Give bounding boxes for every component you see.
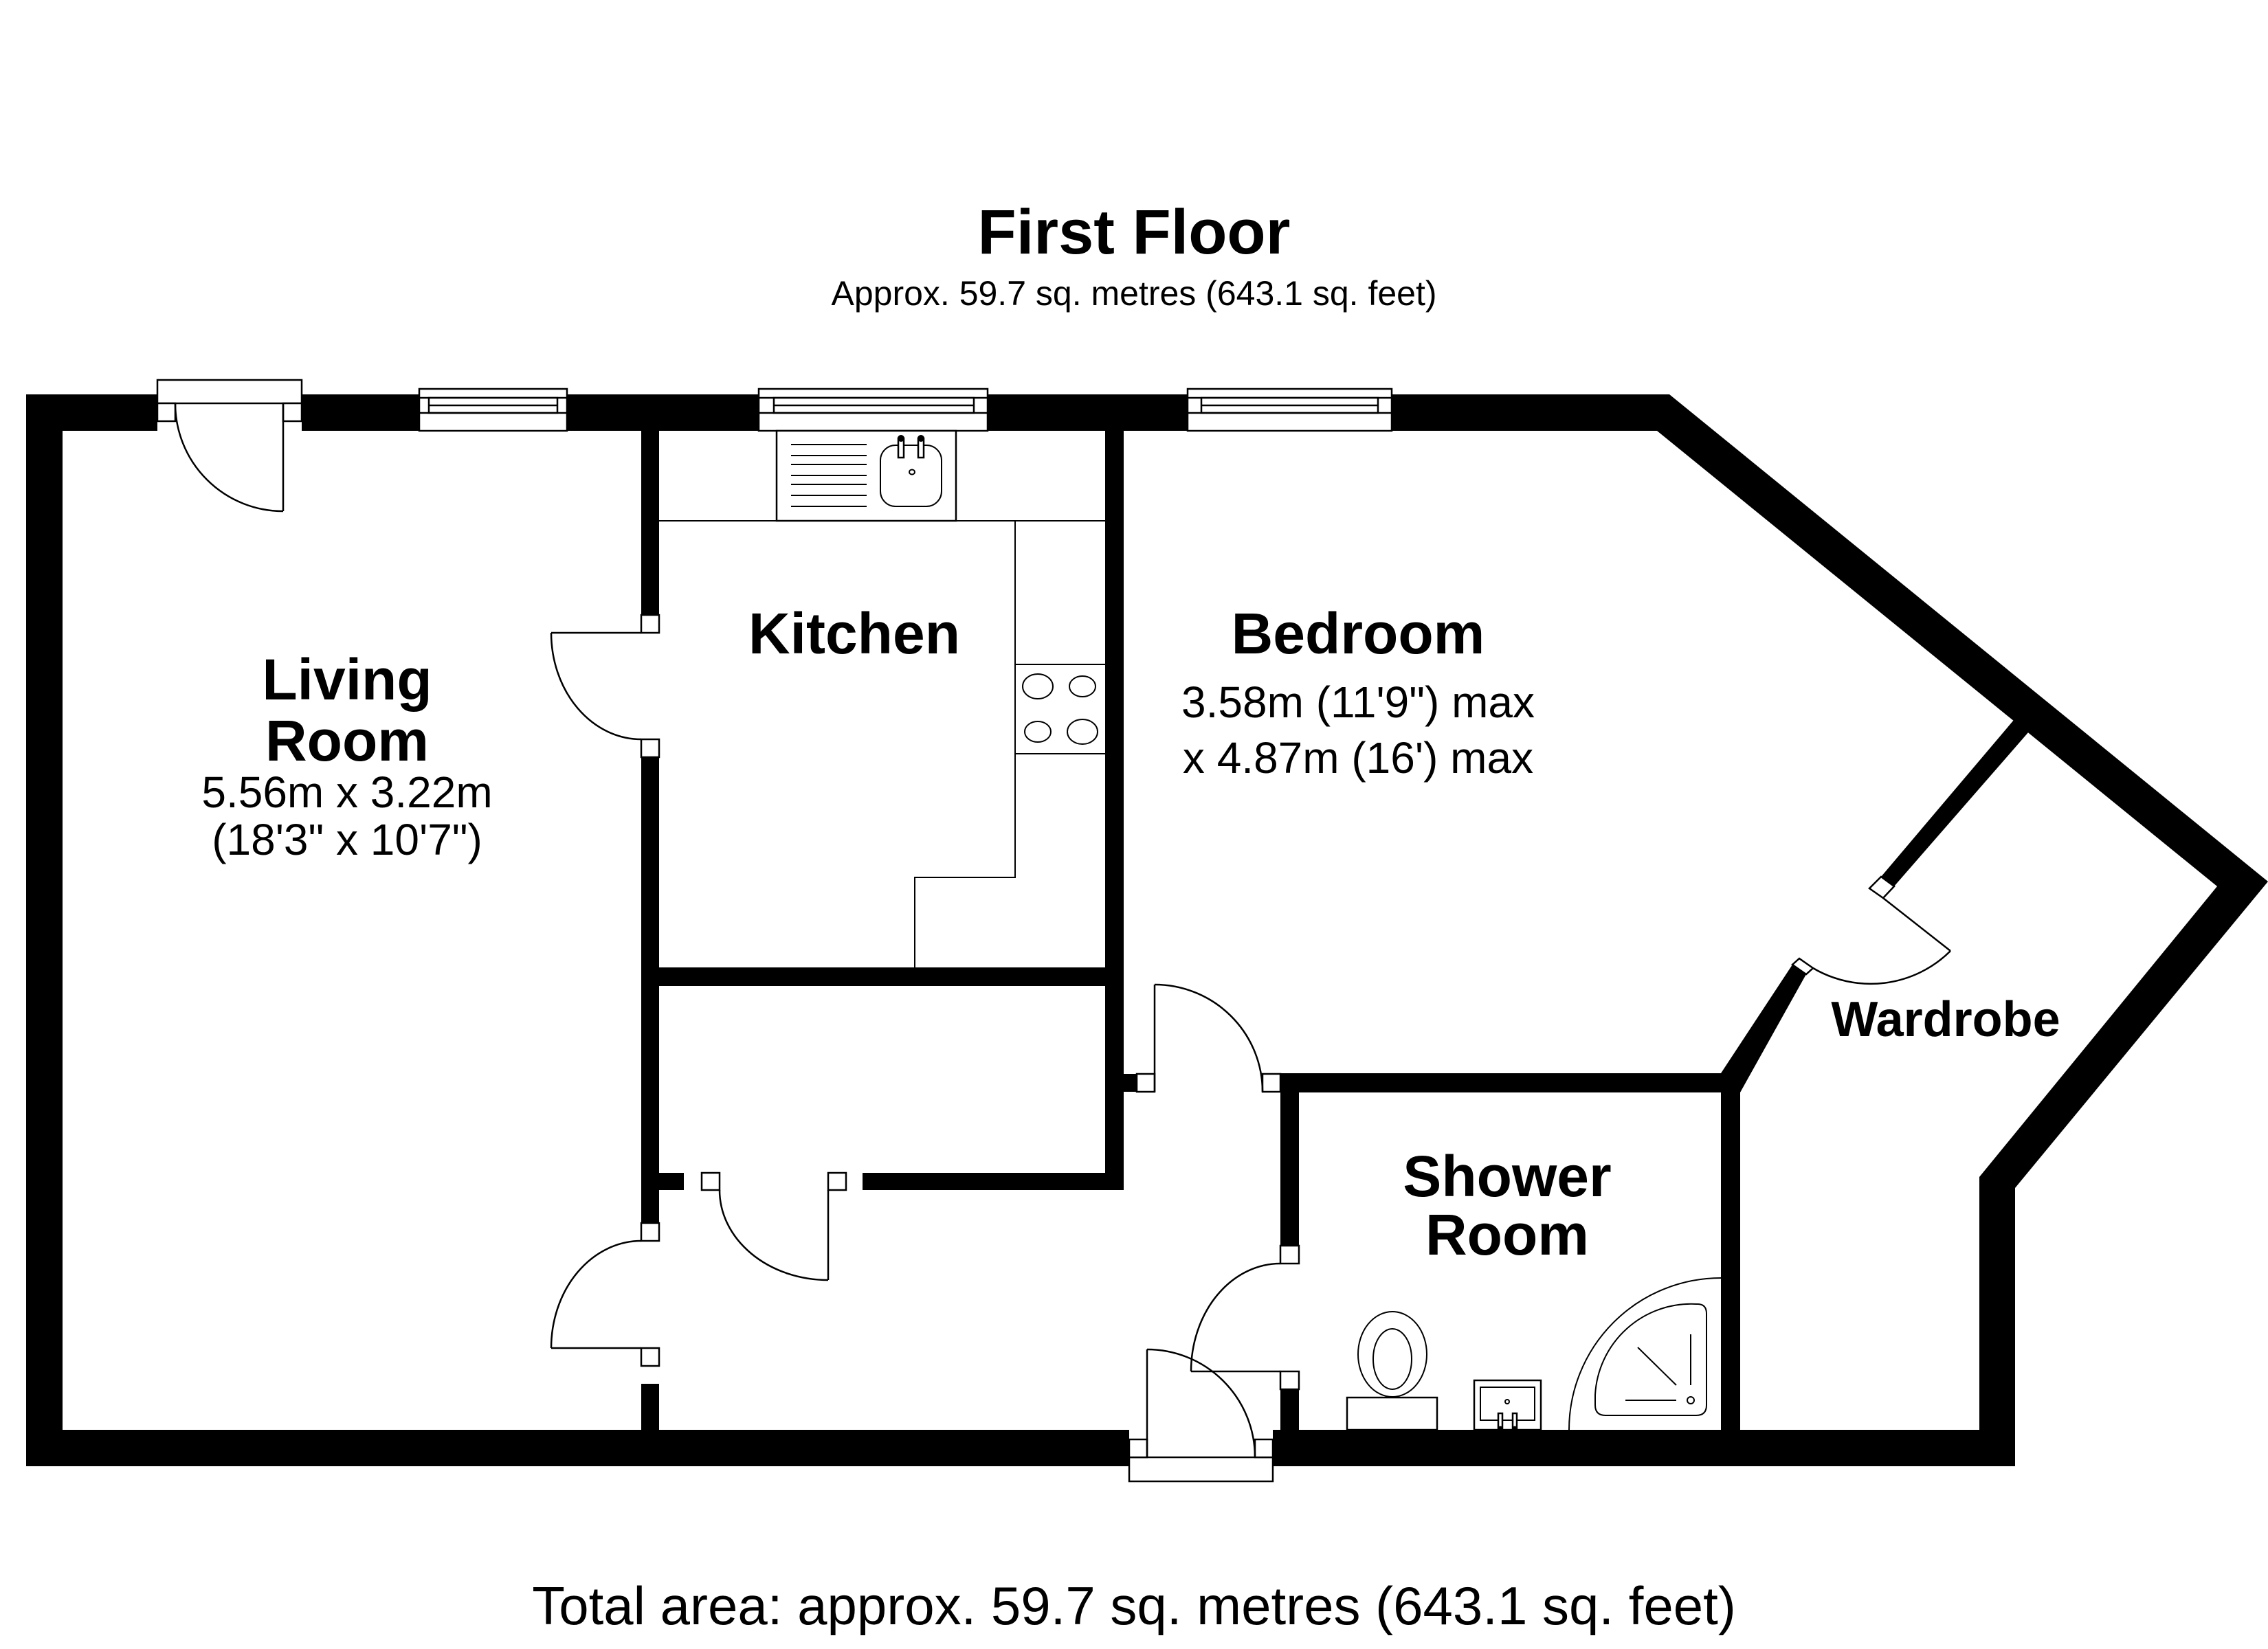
total-area-footer: Total area: approx. 59.7 sq. metres (643… (532, 1575, 1736, 1636)
door-living-room-hall (550, 1222, 660, 1367)
bedroom-dimensions-line1: 3.58m (11'9") max (1181, 677, 1535, 727)
living-room-name-line2: Room (265, 708, 429, 773)
shower-room-name-line1: Shower (1403, 1144, 1612, 1209)
wardrobe-label: Wardrobe (1831, 992, 2060, 1047)
shower-room-name-line2: Room (1425, 1202, 1589, 1267)
shower-tray-icon (1568, 1277, 1722, 1431)
door-living-room-top (156, 379, 303, 513)
kitchen-sink-icon (775, 429, 957, 522)
kitchen-worktop (659, 520, 1105, 967)
floor-area-subtitle: Approx. 59.7 sq. metres (643.1 sq. feet) (831, 274, 1437, 313)
bedroom-name: Bedroom (1231, 601, 1485, 666)
window-bedroom (1186, 388, 1393, 432)
window-kitchen (757, 388, 989, 432)
door-bedroom (1135, 983, 1282, 1093)
living-room-dimensions-metric: 5.56m x 3.22m (201, 767, 493, 817)
hob-icon (1022, 673, 1098, 745)
door-wardrobe (1790, 875, 1951, 985)
door-front-entrance (1128, 1348, 1274, 1483)
basin-icon (1473, 1379, 1542, 1431)
bedroom-dimensions-line2: x 4.87m (16') max (1182, 733, 1534, 783)
door-cupboard (700, 1171, 847, 1281)
toilet-icon (1346, 1311, 1438, 1431)
living-room-name-line1: Living (262, 647, 432, 712)
floor-title: First Floor (977, 197, 1291, 267)
window-living-room (418, 388, 568, 432)
door-shower-room (1190, 1244, 1300, 1391)
living-room-dimensions-imperial: (18'3" x 10'7") (212, 815, 482, 864)
door-kitchen (550, 614, 660, 759)
internal-walls (641, 431, 2029, 1433)
outer-walls (26, 394, 2268, 1466)
kitchen-label: Kitchen (748, 601, 961, 666)
